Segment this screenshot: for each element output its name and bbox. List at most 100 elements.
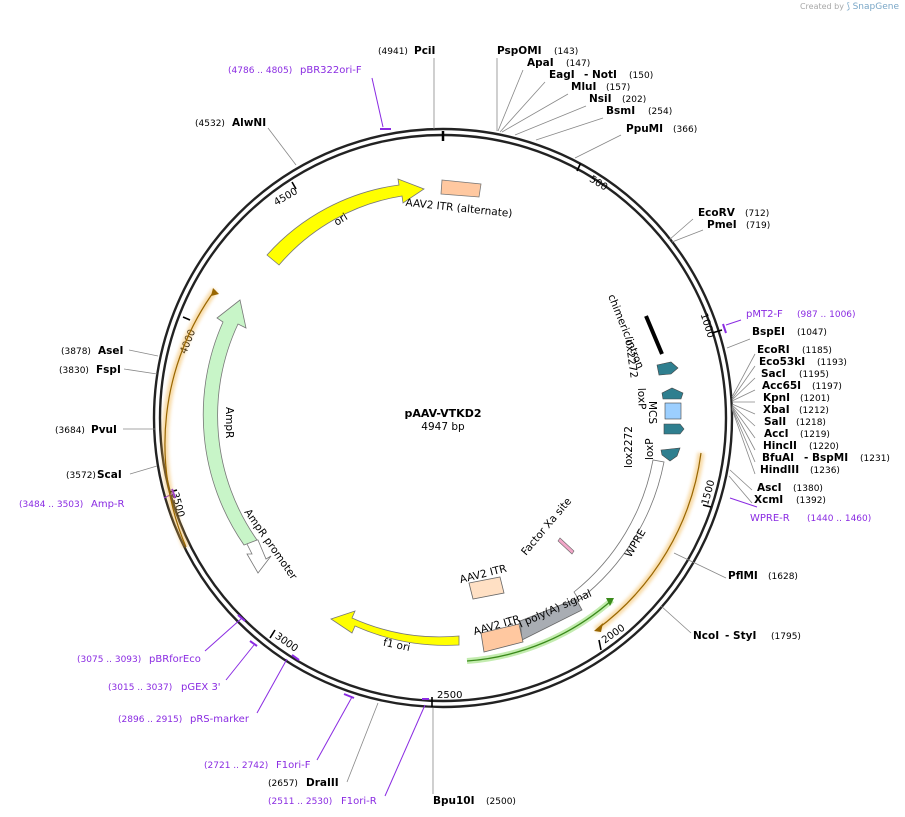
site-pos-xcmi: (1392) [796,496,826,506]
feature-aav2-itr-alternate[interactable] [440,179,482,198]
feature-label-lox2272-2: lox2272 [623,426,635,468]
tick-label-3000: 3000 [273,631,300,655]
site-name-xbai: XbaI [763,404,790,416]
site-name-pvui: PvuI [91,424,117,436]
site-name-bsmi: BsmI [606,105,635,117]
primer-name-wpre-r: WPRE-R [750,513,790,524]
site-pos-kpni: (1201) [800,394,830,404]
primer-range-wpre-r: (1440 .. 1460) [807,514,871,524]
watermark-prefix: Created by [799,2,844,11]
feature-aav2-itr-lower[interactable] [480,623,524,653]
site-pos-hincii: (1220) [809,442,839,452]
feature-loxp-2[interactable] [660,447,681,462]
site-name-acc65i: Acc65I [762,380,801,392]
site-pos-alwni: (4532) [195,119,225,129]
primer-range-pmt2-f: (987 .. 1006) [797,310,856,320]
feature-label-ampr: AmpR [223,407,235,438]
feature-chimeric-intron[interactable] [644,315,664,355]
feature-ampr[interactable] [202,299,258,546]
primer-range-amp-r: (3484 .. 3503) [19,500,83,510]
feature-mcs[interactable] [664,402,682,420]
arc-left [164,289,216,548]
primer-leaders [163,77,758,797]
feature-label-f1-ori: f1 ori [382,637,411,654]
site-name-asei: AseI [98,345,123,357]
site-name-ppumi: PpuMI [626,123,663,135]
site-pos-ncoi: (1795) [771,632,801,642]
site-labels: (4941) PciI PspOMI (143) ApaI (147) EagI… [55,45,890,807]
primer-name-amp-r: Amp-R [91,499,125,510]
site-name-nsii: NsiI [589,93,612,105]
feature-ori[interactable] [266,178,425,266]
site-name-xcmi: XcmI [754,494,783,506]
plasmid-size: 4947 bp [421,421,465,433]
primer-name-pmt2-f: pMT2-F [746,309,783,320]
site-pos-apai: (147) [566,59,590,69]
site-name-sali: SalI [764,416,786,428]
site-pos-mlui: (157) [606,83,630,93]
site-name-bpu10i: Bpu10I [433,795,475,807]
site-pos-hindiii: (1236) [810,466,840,476]
site-pos-asci: (1380) [793,484,823,494]
primer-range-pbrforeco: (3075 .. 3093) [77,655,141,665]
feature-lox2272-2[interactable] [663,423,685,435]
tick-label-500: 500 [587,174,609,193]
primer-range-f1ori-r: (2511 .. 2530) [268,797,332,807]
site-pos-pmei: (719) [746,221,770,231]
feature-loxp-1[interactable] [661,387,684,400]
feature-factor-xa-site[interactable] [557,537,575,555]
primer-labels: (4786 .. 4805) pBR322ori-F pMT2-F (987 .… [19,65,871,807]
site-name-alwni: AlwNI [232,117,266,129]
feature-f1-ori[interactable] [330,610,460,646]
feature-lox2272-1[interactable] [656,361,679,376]
tick-4500 [291,181,297,190]
site-pos-pspomi: (143) [554,47,578,57]
site-pos-pcii: (4941) [378,47,408,57]
primer-range-f1ori-f: (2721 .. 2742) [204,761,268,771]
site-name-hindiii: HindIII [760,464,799,476]
site-name-mlui: MluI [571,81,596,93]
site-pos-bsmi: (254) [648,107,672,117]
site-name-draiii: DraIII [306,777,339,789]
site-pos-eagi: (150) [629,71,653,81]
site-pos-pflmi: (1628) [768,572,798,582]
site-name-scai: ScaI [97,469,122,481]
site-name-fspi: FspI [96,364,121,376]
site-name-saci: SacI [761,368,786,380]
site-name-bspei: BspEI [752,326,785,338]
watermark-brand: SnapGene [852,2,899,12]
arc-right [595,452,702,631]
tick-2000 [598,639,602,651]
site-name-eco53ki: Eco53kI [759,356,805,368]
site-pos-draiii: (2657) [268,779,298,789]
site-pos-bfuai: (1231) [860,454,890,464]
primer-range-pgex3: (3015 .. 3037) [108,683,172,693]
primer-name-f1ori-r: F1ori-R [341,796,377,807]
site-pos-scai: (3572) [66,471,96,481]
feature-aav2-itr-standalone[interactable] [468,576,505,600]
feature-label-lox2272-1: lox2272 [622,336,640,379]
site-pos-xbai: (1212) [799,406,829,416]
site-name-kpni: KpnI [763,392,790,404]
site-pos-ppumi: (366) [673,125,697,135]
site-name-apai: ApaI [527,57,554,69]
primer-name-f1ori-f: F1ori-F [276,760,311,771]
site-name-eagi: EagI [549,69,575,81]
feature-wpre[interactable] [573,459,665,601]
site-name-asci: AscI [757,482,782,494]
tick-1500 [702,504,712,508]
site-name-pflmi: PflMI [728,570,758,582]
feature-label-loxp-2: loxP [644,438,656,460]
site-pos-saci: (1195) [799,370,829,380]
site-name-pmei: PmeI [707,219,737,231]
primer-name-pbrforeco: pBRforEco [149,654,201,665]
site-name-pspomi: PspOMI [497,45,542,57]
tick-label-2500: 2500 [437,690,462,701]
arc-green [466,599,613,662]
arc-green-arrowhead [606,598,614,606]
site-pos-sali: (1218) [796,418,826,428]
site-pos-eco53ki: (1193) [817,358,847,368]
arc-right-arrowhead [594,623,603,632]
arc-left-arrowhead [211,288,219,296]
